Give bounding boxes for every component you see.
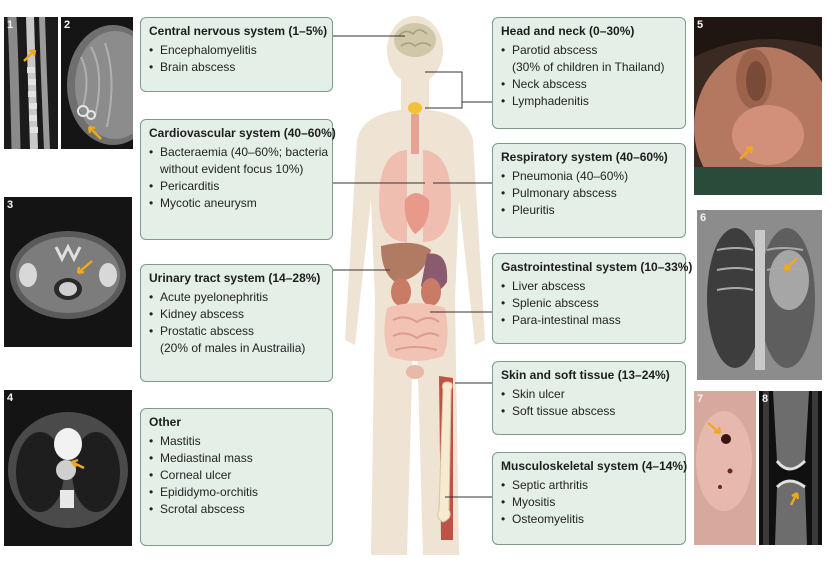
gastrointestinal-title: Gastrointestinal system (10–33%): [501, 260, 693, 274]
list-item: •Encephalomyelitis: [149, 43, 257, 57]
mri-brain-image: [61, 17, 133, 149]
list-item: •Lymphadenitis: [501, 94, 589, 108]
arrow-icon: [707, 422, 722, 435]
mri-spine-panel: 1: [4, 17, 58, 149]
arrow-icon: [789, 491, 800, 506]
list-item-continued: (20% of males in Austrailia): [160, 341, 306, 355]
skin-ulcer-panel: 7: [694, 391, 756, 545]
mri-spine-image: [4, 17, 58, 149]
urinary-box: Urinary tract system (14–28%) •Acute pye…: [140, 264, 333, 382]
arrow-icon: [23, 48, 37, 62]
femur-bone: [437, 381, 453, 523]
panel-number: 1: [7, 19, 14, 31]
list-item: •Bacteraemia (40–60%; bacteria: [149, 145, 329, 159]
list-item: •Pulmonary abscess: [501, 186, 617, 200]
kidney-organ: [391, 278, 411, 306]
list-item: •Mycotic aneurysm: [149, 196, 257, 210]
list-item: •Prostatic abscess: [149, 324, 255, 338]
musculoskeletal-title: Musculoskeletal system (4–14%): [501, 459, 688, 473]
human-body-figure: [345, 16, 485, 555]
list-item: •Pneumonia (40–60%): [501, 169, 629, 183]
list-item: •Mediastinal mass: [149, 451, 253, 465]
arrow-icon: [783, 257, 798, 272]
skin-soft-tissue-box: Skin and soft tissue (13–24%) •Skin ulce…: [492, 361, 686, 435]
list-item: •Parotid abscess: [501, 43, 598, 57]
skin-soft-tissue-title: Skin and soft tissue (13–24%): [501, 368, 670, 382]
kidney-organ: [421, 278, 441, 306]
chest-xray-panel: 6: [697, 210, 822, 380]
list-item: •Corneal ulcer: [149, 468, 232, 482]
arrow-icon: [739, 145, 754, 160]
head-neck-title: Head and neck (0–30%): [501, 24, 635, 38]
list-item-continued: (30% of children in Thailand): [512, 60, 665, 74]
ct-neck-image: [4, 197, 132, 347]
list-item: •Osteomyelitis: [501, 512, 585, 526]
list-item: •Pleuritis: [501, 203, 555, 217]
list-item: •Septic arthritis: [501, 478, 589, 492]
mri-brain-panel: 2: [61, 17, 133, 149]
list-item: •Scrotal abscess: [149, 502, 245, 516]
list-item: •Soft tissue abscess: [501, 404, 616, 418]
cns-title: Central nervous system (1–5%): [149, 24, 328, 38]
list-item: •Kidney abscess: [149, 307, 245, 321]
panel-number: 6: [700, 212, 707, 224]
heart-organ: [404, 193, 430, 234]
ct-neck-panel: 3: [4, 197, 132, 347]
arrow-icon: [71, 458, 85, 470]
brain-organ: [394, 23, 436, 57]
trachea-organ: [411, 114, 419, 154]
thyroid-organ: [408, 102, 422, 114]
respiratory-title: Respiratory system (40–60%): [501, 150, 668, 164]
knee-mri-image: [759, 391, 822, 545]
panel-number: 2: [64, 19, 71, 31]
parotid-photo-image: [694, 17, 822, 195]
bladder-organ: [406, 365, 424, 379]
list-item: •Splenic abscess: [501, 296, 599, 310]
liver-organ: [381, 242, 431, 282]
list-item: •Para-intestinal mass: [501, 313, 621, 327]
parotid-photo-panel: 5: [694, 17, 822, 195]
arrow-icon: [76, 260, 93, 275]
gastrointestinal-box: Gastrointestinal system (10–33%) •Liver …: [492, 253, 693, 344]
list-item: •Liver abscess: [501, 279, 586, 293]
panel-number: 8: [762, 393, 769, 405]
knee-mri-panel: 8: [759, 391, 822, 545]
ct-chest-image: [4, 390, 132, 546]
list-item: •Acute pyelonephritis: [149, 290, 269, 304]
panel-number: 3: [7, 199, 14, 211]
panel-number: 7: [697, 393, 704, 405]
chest-xray-image: [697, 210, 822, 380]
list-item: •Epididymo-orchitis: [149, 485, 259, 499]
list-item: •Brain abscess: [149, 60, 236, 74]
ct-chest-panel: 4: [4, 390, 132, 546]
head-neck-box: Head and neck (0–30%) •Parotid abscess (…: [492, 17, 686, 129]
list-item: •Skin ulcer: [501, 387, 565, 401]
list-item: •Mastitis: [149, 434, 201, 448]
body-silhouette: [345, 16, 485, 555]
cardiovascular-box: Cardiovascular system (40–60%) •Bacterae…: [140, 119, 336, 240]
urinary-title: Urinary tract system (14–28%): [149, 271, 321, 285]
cns-box: Central nervous system (1–5%) •Encephalo…: [140, 17, 333, 92]
other-box: Other •Mastitis •Mediastinal mass •Corne…: [140, 408, 333, 546]
list-item: •Myositis: [501, 495, 556, 509]
list-item: •Pericarditis: [149, 179, 220, 193]
respiratory-box: Respiratory system (40–60%) •Pneumonia (…: [492, 143, 686, 238]
lungs-organ: [379, 150, 451, 242]
cardiovascular-title: Cardiovascular system (40–60%): [149, 126, 336, 140]
list-item: •Neck abscess: [501, 77, 587, 91]
panel-number: 5: [697, 19, 704, 31]
skin-ulcer-image: [694, 391, 756, 545]
arrow-icon: [87, 125, 102, 140]
list-item-continued: without evident focus 10%): [160, 162, 304, 176]
intestine-organ: [384, 303, 448, 361]
musculoskeletal-box: Musculoskeletal system (4–14%) •Septic a…: [492, 452, 688, 545]
other-title: Other: [149, 415, 182, 429]
panel-number: 4: [7, 392, 14, 404]
